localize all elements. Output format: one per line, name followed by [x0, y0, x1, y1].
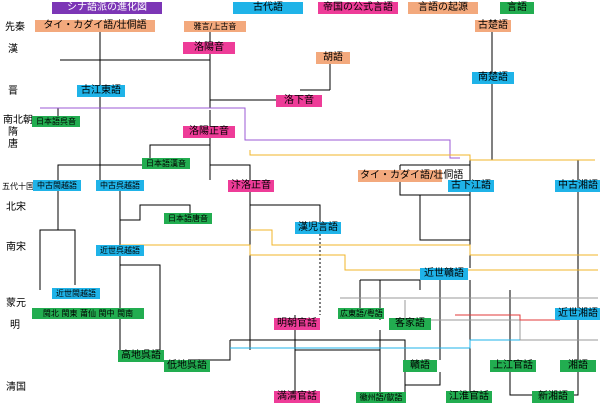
era-label: 晋 — [8, 86, 18, 97]
node-zhonggu-xiang: 中古湘語 — [555, 180, 600, 192]
node-jinshi-xiang: 近世湘語 — [555, 308, 600, 320]
node-jinshi-minyue: 近世閩越語 — [52, 288, 100, 299]
connector — [492, 159, 579, 180]
era-label: 先秦 — [5, 22, 25, 33]
legend-ancient: 古代語 — [233, 2, 303, 14]
connector — [60, 30, 101, 61]
node-didi-wu: 低地呉語 — [164, 360, 210, 372]
node-min-group: 閩北 閩東 莆仙 閩中 閩南 — [32, 308, 144, 319]
node-ja-toon: 日本語唐音 — [164, 213, 212, 224]
node-tai-kadai-2: タイ・カダイ語/壮侗語 — [358, 170, 464, 182]
node-gaodi-wu: 高地呉語 — [118, 350, 164, 362]
node-yayan: 雅言/上古音 — [184, 21, 246, 32]
node-hu: 胡語 — [316, 52, 350, 64]
era-label: 隋 — [8, 127, 18, 138]
legend-lang: 言語 — [500, 2, 534, 14]
node-manqing: 満清官話 — [274, 391, 320, 403]
connector-orange — [249, 150, 595, 161]
connector — [405, 372, 441, 386]
era-label: 北宋 — [6, 202, 26, 213]
node-bianluo: 汴洛正音 — [228, 180, 274, 192]
connector-orange — [120, 244, 598, 271]
node-jinshi-gan: 近世贛語 — [420, 268, 468, 280]
era-label: 五代十国 — [2, 182, 34, 191]
node-tai-kadai-origin: タイ・カダイ語/壮侗語 — [35, 20, 155, 32]
node-xiang: 湘語 — [560, 360, 596, 372]
legend-title: シナ語派の進化図 — [52, 2, 162, 14]
era-label: 南宋 — [6, 242, 26, 253]
connector — [419, 195, 470, 241]
node-ja-goon: 日本語呉音 — [32, 116, 80, 127]
era-label: 清国 — [6, 382, 26, 393]
connector — [360, 279, 421, 290]
connector-red — [455, 314, 560, 321]
node-zhonggu-wuyue: 中古呉越語 — [96, 180, 144, 191]
node-gu-xiajiang: 古下江語 — [448, 180, 494, 192]
connector — [469, 159, 492, 180]
connector — [149, 144, 210, 158]
node-luoyang-yin: 洛陽音 — [183, 42, 235, 54]
era-label: 唐 — [8, 139, 18, 150]
node-ming-guanhua: 明朝官話 — [274, 318, 320, 330]
connector — [58, 229, 76, 285]
node-nan-chu: 南楚語 — [472, 72, 514, 84]
connector — [100, 100, 211, 109]
node-gu-jiangdong: 古江東語 — [77, 85, 125, 97]
node-gan: 贛語 — [403, 360, 437, 372]
connector-purple — [40, 107, 460, 159]
connector — [295, 339, 406, 362]
connector — [120, 264, 161, 355]
connector — [188, 340, 231, 361]
legend-origin: 言語の起源 — [408, 2, 478, 14]
connector — [399, 180, 420, 196]
node-gu-chu: 古楚語 — [475, 20, 511, 32]
node-hanerr: 漢児言語 — [295, 222, 341, 234]
node-guangdong-yue: 広東語/粤語 — [338, 308, 384, 319]
connector-blue — [230, 339, 520, 349]
era-label: 蒙元 — [6, 298, 26, 309]
node-xinxiang: 新湘語 — [532, 391, 574, 403]
connector — [120, 204, 191, 221]
connector-orange — [250, 229, 598, 256]
era-label: 漢 — [8, 44, 18, 55]
node-jinshi-wuyue: 近世呉越語 — [96, 245, 144, 256]
connector — [210, 164, 251, 180]
connector — [250, 204, 321, 222]
node-luoxia: 洛下音 — [276, 95, 322, 107]
node-ja-kanon: 日本語漢音 — [142, 158, 190, 169]
legend-official: 帝国の公式言語 — [318, 2, 398, 14]
node-huizhou: 徽州語/歙語 — [356, 392, 406, 403]
node-jianghuai: 江淮官話 — [446, 391, 492, 403]
connector — [379, 279, 420, 320]
connector — [57, 164, 100, 180]
era-label: 明 — [10, 320, 20, 331]
node-zhonggu-minyue: 中古閩越語 — [33, 180, 81, 191]
node-hakka: 客家語 — [389, 318, 431, 330]
connector — [509, 372, 540, 396]
connector — [39, 191, 59, 290]
node-shangjiang: 上江官話 — [490, 360, 536, 372]
node-luoyang-zheng: 洛陽正音 — [183, 126, 235, 138]
connector-gray — [404, 300, 598, 341]
era-label: 南北朝 — [3, 115, 33, 126]
